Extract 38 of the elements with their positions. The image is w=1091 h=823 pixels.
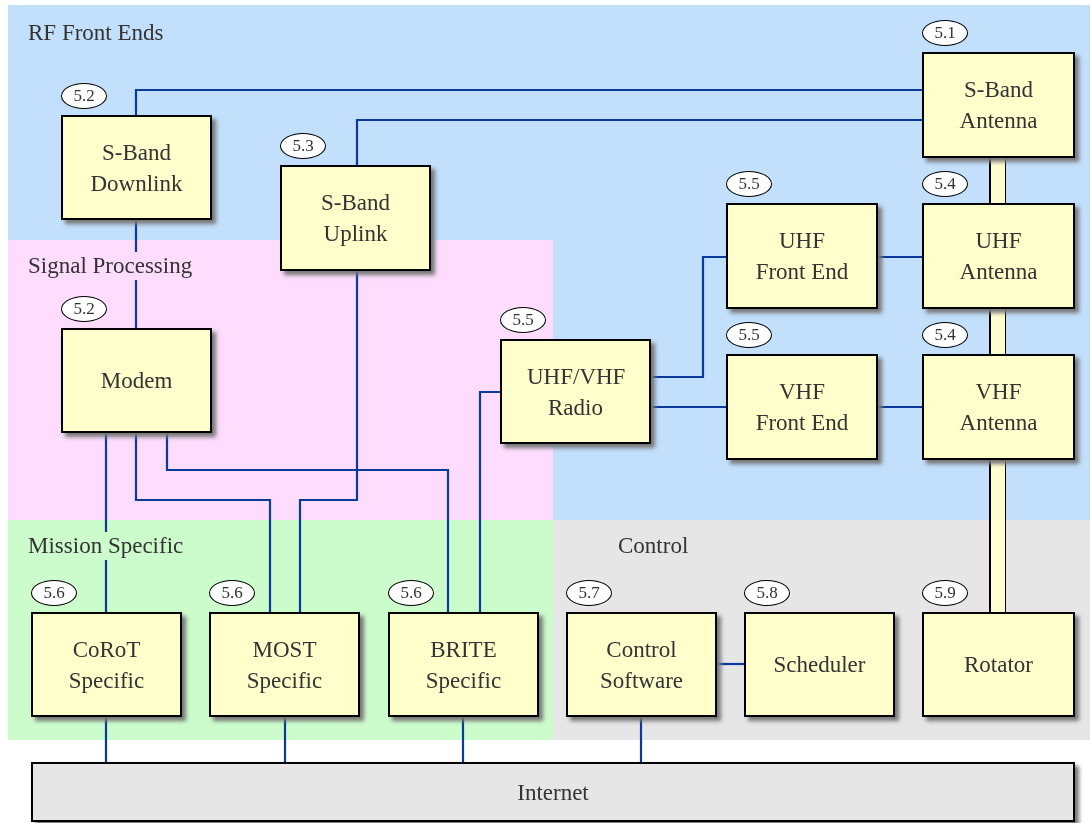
connector-line — [878, 255, 922, 259]
connector-line — [461, 717, 465, 762]
region-title: Mission Specific — [26, 532, 186, 560]
connector-line — [878, 405, 922, 409]
connector-line — [717, 662, 744, 666]
connector-line — [134, 88, 922, 115]
mast-connector — [991, 309, 1005, 354]
component-box: CoRoT Specific — [31, 612, 182, 717]
component-box: UHF Front End — [726, 203, 878, 309]
connector-line — [651, 405, 726, 409]
region-panel — [553, 520, 1090, 740]
component-box: BRITE Specific — [388, 612, 539, 717]
component-box: MOST Specific — [209, 612, 360, 717]
region-title: Signal Processing — [26, 252, 195, 280]
component-box: VHF Antenna — [922, 354, 1075, 460]
connector-line — [355, 118, 922, 165]
mast-connector — [991, 460, 1005, 612]
connector-line — [298, 271, 359, 612]
component-box: Rotator — [922, 612, 1075, 717]
region-panel — [8, 520, 553, 740]
connector-line — [104, 717, 108, 762]
connector-line — [104, 433, 108, 612]
component-box: Internet — [31, 762, 1075, 822]
connector-line — [134, 433, 272, 612]
connector-line — [134, 220, 138, 328]
connector-line — [283, 717, 287, 762]
component-box: VHF Front End — [726, 354, 878, 460]
component-box: Control Software — [566, 612, 717, 717]
connector-line — [165, 433, 450, 612]
component-box: S-Band Antenna — [922, 52, 1075, 158]
connector-line — [639, 717, 643, 762]
component-box: UHF Antenna — [922, 203, 1075, 309]
component-box: Modem — [61, 328, 212, 433]
connector-line — [651, 255, 726, 379]
component-box: Scheduler — [744, 612, 895, 717]
connector-line — [478, 390, 500, 612]
mast-connector — [991, 158, 1005, 203]
component-box: S-Band Downlink — [61, 115, 212, 220]
